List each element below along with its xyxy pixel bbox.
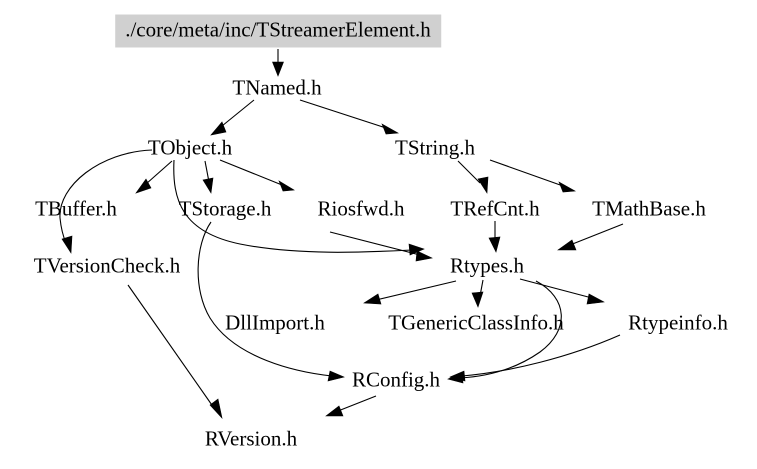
edge-line (337, 395, 377, 412)
edge-line (569, 223, 624, 246)
edge-tnamed-to-tobject (210, 99, 255, 136)
edge-tstorage-to-rconfig (197, 221, 345, 382)
arrow-head-icon (477, 176, 489, 194)
arrow-head-icon (449, 370, 466, 382)
graph-node-tstring[interactable]: TString.h (395, 135, 475, 160)
edge-tnamed-to-tstring (299, 99, 399, 135)
arrow-head-icon (488, 236, 501, 253)
graph-node-rversion[interactable]: RVersion.h (204, 426, 298, 451)
arrow-head-icon (202, 177, 214, 194)
graph-node-rconfig[interactable]: RConfig.h (351, 367, 441, 392)
edge-tobject-to-riosfwd (219, 159, 295, 192)
graph-node-tstorage[interactable]: TStorage.h (178, 196, 272, 221)
edge-rtypeinfo-to-rconfig (449, 334, 621, 382)
arrow-head-icon (209, 398, 223, 420)
edge-rtypes-to-dllimport (363, 280, 457, 305)
edge-riosfwd-to-rtypes (329, 231, 433, 262)
arrow-head-icon (415, 250, 433, 262)
arrow-head-icon (363, 293, 382, 305)
edge-rconfig-to-rversion (325, 395, 377, 417)
edge-line (461, 334, 621, 377)
edge-tobject-to-tbuffer (135, 160, 173, 194)
graph-node-rtypeinfo[interactable]: Rtypeinfo.h (628, 310, 728, 335)
edge-tobject-to-tstorage (202, 160, 214, 194)
arrow-head-icon (272, 61, 284, 77)
edge-line (219, 159, 283, 186)
arrow-head-icon (210, 121, 227, 136)
graph-node-dllimport[interactable]: DllImport.h (225, 310, 325, 335)
edge-trefcnt-to-rtypes (488, 221, 501, 253)
edge-tversioncheck-to-rversion (127, 284, 223, 420)
graph-node-tbuffer[interactable]: TBuffer.h (35, 196, 117, 221)
edge-line (145, 160, 173, 185)
arrow-head-icon (327, 370, 345, 382)
edge-line (457, 160, 481, 184)
edge-line (127, 284, 215, 409)
edge-line (489, 159, 564, 187)
arrow-head-icon (135, 178, 152, 194)
edge-line (204, 160, 210, 183)
edge-line (59, 149, 153, 244)
edge-line (299, 99, 387, 129)
graph-node-tmathbase[interactable]: TMathBase.h (592, 196, 706, 221)
graph-node-tgenericclassinfo[interactable]: TGenericClassInfo.h (388, 310, 564, 335)
edge-line (375, 280, 457, 301)
graph-node-root[interactable]: ./core/meta/inc/TStreamerElement.h (115, 14, 441, 48)
arrow-head-icon (325, 405, 344, 417)
edge-tobject-to-tversioncheck (59, 149, 153, 254)
edge-line (519, 278, 593, 299)
graph-node-trefcnt[interactable]: TRefCnt.h (450, 196, 540, 221)
arrow-head-icon (586, 293, 605, 305)
edge-line (197, 221, 333, 377)
arrow-head-icon (61, 235, 73, 254)
edge-line (173, 159, 413, 253)
graph-node-tversioncheck[interactable]: TVersionCheck.h (33, 253, 181, 278)
edge-line (221, 99, 255, 127)
edge-tstring-to-trefcnt (457, 160, 489, 194)
edge-line (459, 280, 562, 379)
arrow-head-icon (471, 291, 484, 308)
arrow-head-icon (557, 239, 577, 251)
arrow-head-icon (278, 180, 295, 192)
arrow-head-icon (381, 123, 399, 135)
edge-rtypes-to-tgenericclassinfo (471, 279, 484, 308)
arrow-head-icon (558, 181, 576, 193)
graph-node-rtypes[interactable]: Rtypes.h (449, 253, 525, 278)
edge-rtypes-to-rtypeinfo (519, 278, 605, 305)
graph-node-tnamed[interactable]: TNamed.h (232, 75, 322, 100)
graph-node-riosfwd[interactable]: Riosfwd.h (317, 196, 405, 221)
edge-line (329, 231, 421, 256)
edge-root-to-tnamed (272, 49, 284, 77)
graph-node-tobject[interactable]: TObject.h (147, 135, 233, 160)
edge-tmathbase-to-rtypes (557, 223, 624, 251)
edge-tstring-to-tmathbase (489, 159, 576, 193)
